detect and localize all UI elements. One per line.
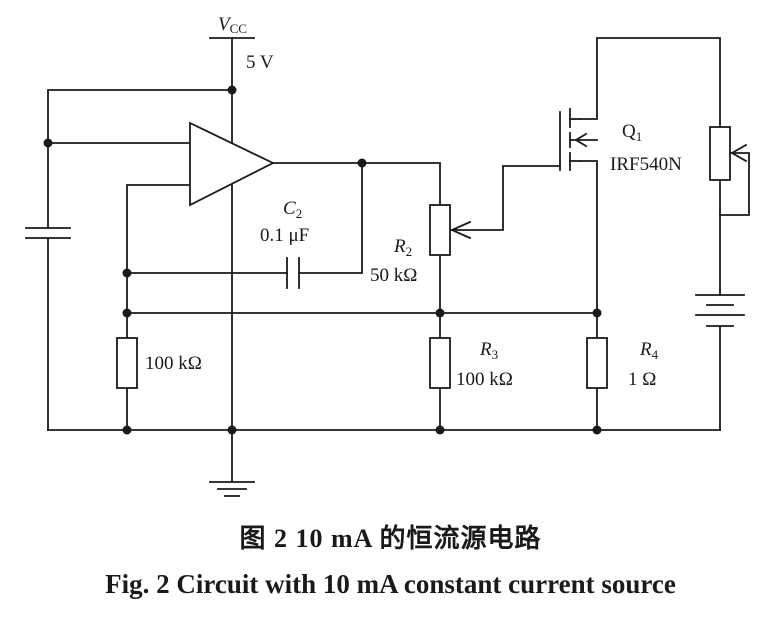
potentiometer-r2 [429, 204, 451, 256]
ground-symbol [209, 481, 255, 497]
gate-wire [449, 165, 561, 231]
r3-value: 100 kΩ [456, 369, 513, 390]
r3-ref: R3 [479, 339, 498, 362]
resistor-r4 [586, 337, 608, 389]
vcc-label: VCC [218, 14, 247, 36]
op-amp [189, 121, 276, 207]
caption-chinese: 图 2 10 mA 的恒流源电路 [239, 524, 542, 553]
c2-value: 0.1 μF [260, 225, 309, 246]
left-capacitor [25, 227, 71, 239]
drain-wire [579, 37, 721, 128]
r4-ref: R4 [639, 339, 659, 362]
potentiometer-load [709, 126, 731, 181]
mosfet-q1 [559, 108, 598, 171]
opamp-output-wire [272, 162, 441, 206]
c2-ref: C2 [283, 198, 302, 221]
q1-ref: Q1 [622, 121, 642, 144]
r1-value: 100 kΩ [145, 353, 202, 374]
r4-value: 1 Ω [628, 369, 656, 390]
c2-right-wire [298, 162, 363, 274]
q1-model: IRF540N [610, 154, 682, 175]
source-wire [579, 160, 598, 431]
wires [47, 37, 750, 483]
resistor-r1 [116, 337, 138, 389]
load-wiper-arrow [730, 143, 748, 163]
r2-value: 50 kΩ [370, 265, 417, 286]
junction-dots [43, 85, 602, 435]
caption-english: Fig. 2 Circuit with 10 mA constant curre… [105, 569, 676, 599]
inverting-input-wire [126, 184, 191, 431]
battery [695, 294, 745, 327]
capacitor-c2 [286, 257, 300, 289]
r2-ref: R2 [393, 236, 412, 259]
circuit-schematic: VCC 5 V C2 0.1 μF 100 kΩ R2 50 kΩ R3 100… [25, 14, 750, 497]
vcc-voltage: 5 V [246, 52, 274, 73]
pot-wiper-wire [719, 152, 750, 216]
left-cap-top-wire [47, 89, 233, 229]
resistor-r3 [429, 337, 451, 389]
r2-wiper-arrow [449, 220, 472, 240]
